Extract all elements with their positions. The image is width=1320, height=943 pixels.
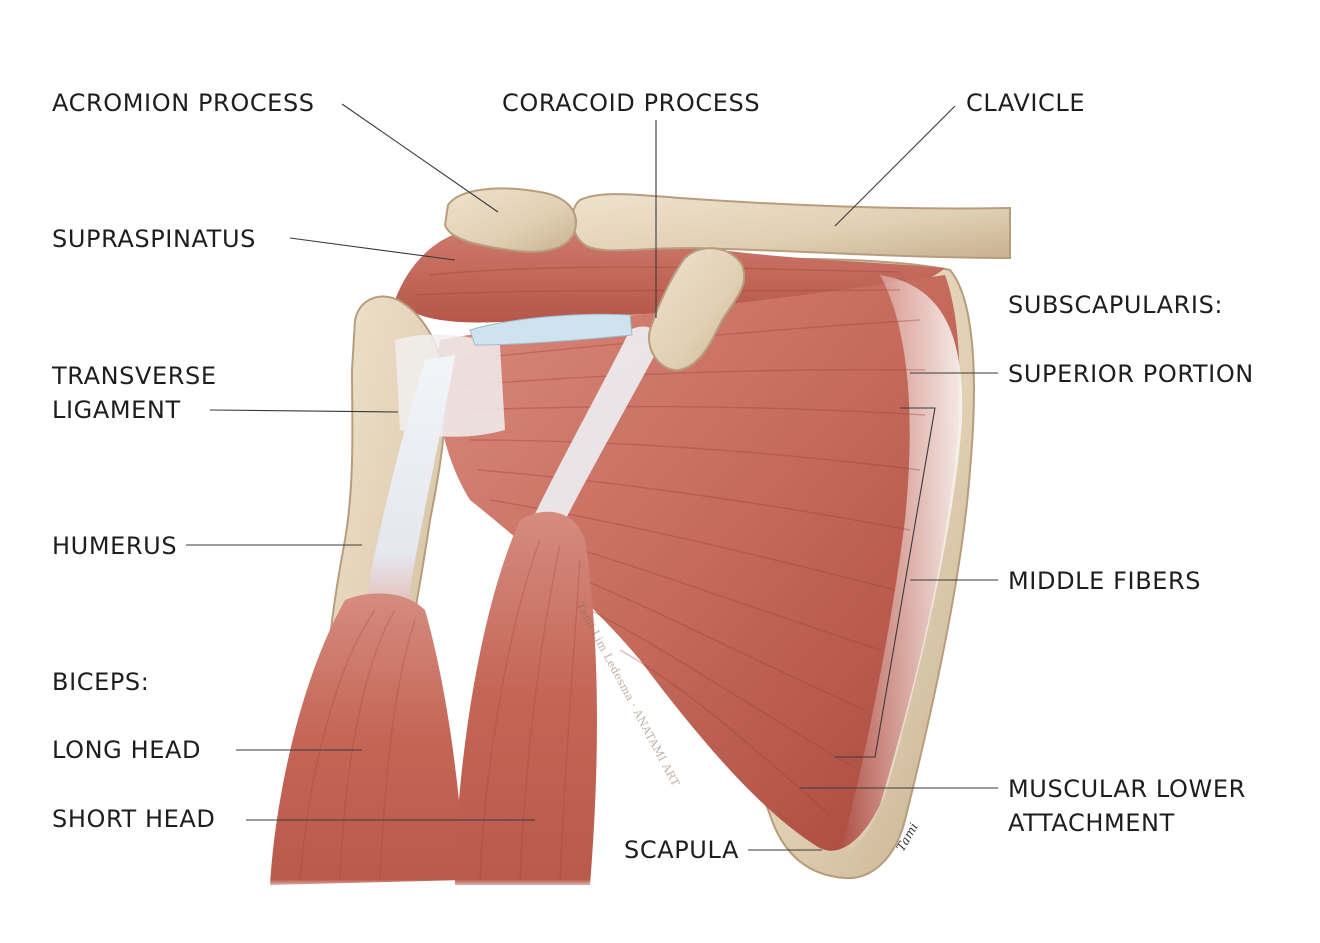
bursa [469, 313, 633, 346]
label-middle-fibers: MIDDLE FIBERS [1008, 567, 1202, 595]
label-superior-portion: SUPERIOR PORTION [1008, 360, 1254, 388]
label-long-head: LONG HEAD [52, 736, 202, 764]
biceps-short-head-tendon [520, 326, 660, 545]
label-clavicle: CLAVICLE [966, 89, 1086, 117]
clavicle-bone [571, 193, 1011, 260]
label-supraspinatus: SUPRASPINATUS [52, 225, 256, 253]
biceps-long-head-tendon [360, 355, 455, 640]
label-biceps: BICEPS: [52, 668, 150, 696]
biceps-short-head-muscle [455, 511, 597, 885]
label-acromion-process: ACROMION PROCESS [52, 89, 315, 117]
label-scapula: SCAPULA [624, 836, 739, 864]
subscapularis-muscle [436, 275, 960, 851]
label-short-head: SHORT HEAD [52, 805, 216, 833]
label-ligament: LIGAMENT [52, 396, 181, 424]
label-muscular-lower: MUSCULAR LOWER [1008, 775, 1246, 803]
label-humerus: HUMERUS [52, 532, 178, 560]
leader-lines [186, 103, 998, 851]
label-transverse: TRANSVERSE [52, 362, 217, 390]
biceps-long-head-muscle [270, 593, 465, 885]
acromion-bone [443, 187, 577, 253]
label-coracoid-process: CORACOID PROCESS [502, 89, 761, 117]
label-subscapularis: SUBSCAPULARIS: [1008, 291, 1224, 319]
coracoid-bone [648, 247, 746, 372]
label-attachment: ATTACHMENT [1008, 809, 1175, 837]
